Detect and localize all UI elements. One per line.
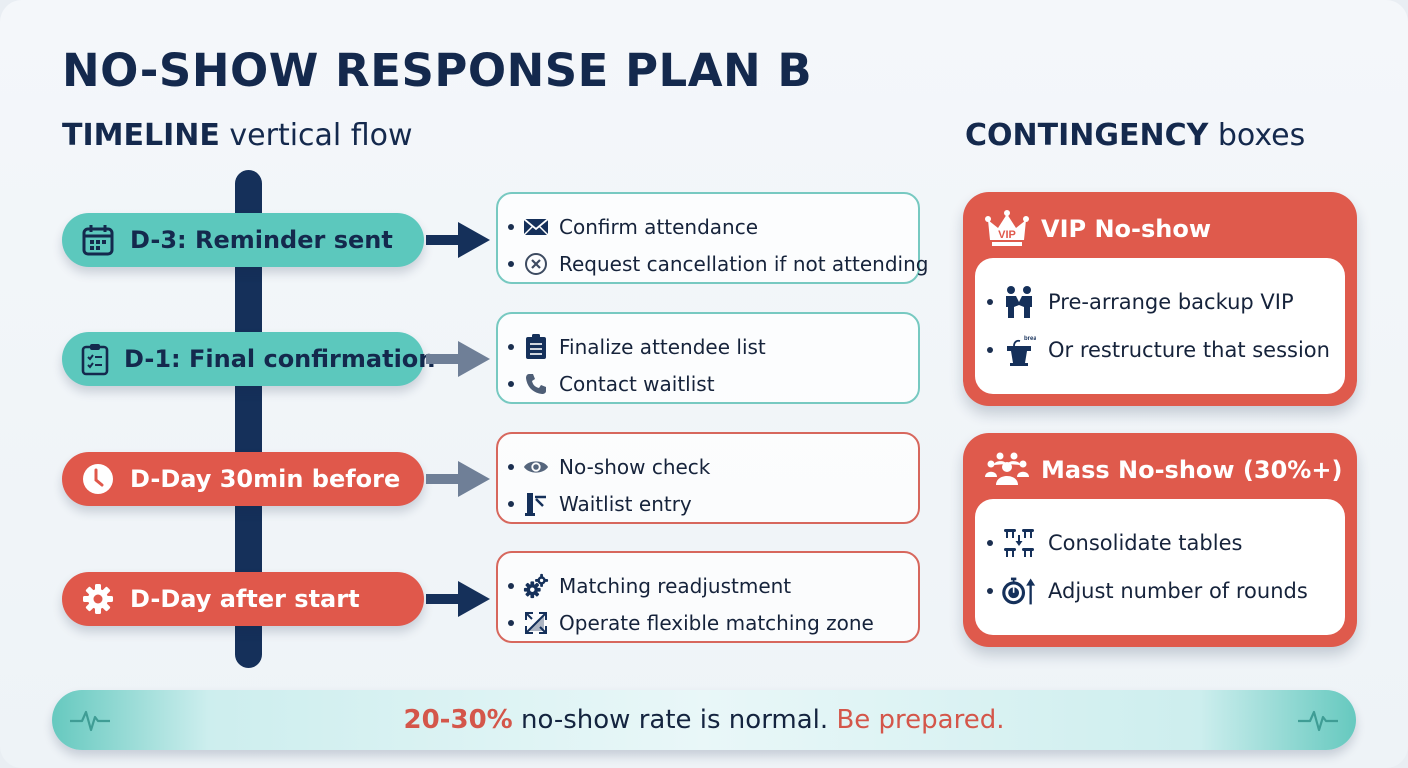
contingency-text: Consolidate tables xyxy=(1048,531,1243,555)
bullet xyxy=(987,299,993,305)
action-box-dday-before: No-show check Waitlist entry xyxy=(496,432,920,524)
timeline-step-label: D-Day 30min before xyxy=(130,465,401,493)
timeline-step-d3: D-3: Reminder sent xyxy=(62,213,424,267)
bullet xyxy=(987,347,993,353)
timeline-heading-bold: TIMELINE xyxy=(62,118,220,153)
action-box-d3: Confirm attendance Request cancellation … xyxy=(496,192,928,284)
gate-entry-icon xyxy=(523,491,549,517)
vip-text: VIP xyxy=(998,229,1016,241)
contingency-item: break Or restructure that session xyxy=(987,326,1345,374)
contingency-heading-bold: CONTINGENCY xyxy=(965,118,1209,153)
action-text: Operate flexible matching zone xyxy=(559,610,874,635)
podium-icon: break xyxy=(1002,333,1036,367)
contingency-body: Pre-arrange backup VIP break Or restruct… xyxy=(975,258,1345,394)
contingency-box-vip: VIP VIP No-show Pre-arrange backup VIP b… xyxy=(963,192,1357,406)
bullet xyxy=(987,540,993,546)
bullet xyxy=(508,463,514,470)
cancel-circle-icon xyxy=(523,251,549,277)
flow-arrow xyxy=(426,461,490,497)
timeline-heading-light: vertical flow xyxy=(219,118,413,153)
timeline-step-d1: D-1: Final confirmation xyxy=(62,332,435,386)
action-item: Operate flexible matching zone xyxy=(508,604,918,641)
contingency-text: Or restructure that session xyxy=(1048,338,1330,362)
action-text: Confirm attendance xyxy=(559,214,759,239)
flow-arrow xyxy=(426,581,490,617)
timeline-heading: TIMELINE vertical flow xyxy=(62,118,413,153)
action-text: Matching readjustment xyxy=(559,573,792,598)
footer-middle: no-show rate is normal. xyxy=(512,705,837,735)
action-text: Finalize attendee list xyxy=(559,334,766,359)
action-text: No-show check xyxy=(559,454,711,479)
bullet xyxy=(987,588,993,594)
clipboard-check-icon xyxy=(80,341,110,377)
vip-crown-icon: VIP xyxy=(983,209,1031,249)
footer-highlight: 20-30% xyxy=(403,705,513,735)
consolidate-tables-icon xyxy=(1002,526,1036,560)
pulse-icon xyxy=(1298,710,1338,732)
contingency-heading: CONTINGENCY boxes xyxy=(965,118,1305,153)
action-text: Contact waitlist xyxy=(559,371,715,396)
flow-arrow xyxy=(426,222,490,258)
action-box-dday-after: Matching readjustment Operate flexible m… xyxy=(496,551,920,643)
contingency-heading-light: boxes xyxy=(1208,118,1306,153)
contingency-header: Mass No-show (30%+) xyxy=(983,447,1342,493)
action-item: Confirm attendance xyxy=(508,208,918,245)
clock-icon xyxy=(80,461,116,497)
bullet xyxy=(508,619,514,626)
action-text: Request cancellation if not attending xyxy=(559,251,929,276)
bullet xyxy=(508,260,514,267)
timeline-step-label: D-1: Final confirmation xyxy=(124,345,436,373)
action-item: No-show check xyxy=(508,448,918,485)
contingency-item: Adjust number of rounds xyxy=(987,567,1345,615)
contingency-title: Mass No-show (30%+) xyxy=(1041,456,1343,484)
group-icon xyxy=(983,450,1031,490)
timeline-step-label: D-Day after start xyxy=(130,585,360,613)
timeline-step-label: D-3: Reminder sent xyxy=(130,226,393,254)
contingency-body: Consolidate tables Adjust number of roun… xyxy=(975,499,1345,635)
flow-arrow xyxy=(426,341,490,377)
action-item: Request cancellation if not attending xyxy=(508,245,928,282)
gear-icon xyxy=(80,581,116,617)
handshake-icon xyxy=(1002,285,1036,319)
pulse-icon xyxy=(70,710,110,732)
eye-icon xyxy=(523,454,549,480)
gears-icon xyxy=(523,573,549,599)
bullet xyxy=(508,223,514,230)
contingency-header: VIP VIP No-show xyxy=(983,206,1211,252)
contingency-title: VIP No-show xyxy=(1041,215,1212,243)
timeline-step-dday-before: D-Day 30min before xyxy=(62,452,424,506)
contingency-box-mass: Mass No-show (30%+) Consolidate tables A… xyxy=(963,433,1357,647)
phone-icon xyxy=(523,371,549,397)
bullet xyxy=(508,500,514,507)
contingency-text: Pre-arrange backup VIP xyxy=(1048,290,1294,314)
action-text: Waitlist entry xyxy=(559,491,692,516)
page-title: NO-SHOW RESPONSE PLAN B xyxy=(62,44,813,97)
calendar-icon xyxy=(80,222,116,258)
contingency-item: Pre-arrange backup VIP xyxy=(987,278,1345,326)
action-item: Waitlist entry xyxy=(508,485,918,522)
bullet xyxy=(508,582,514,589)
bullet xyxy=(508,343,514,350)
footer-emphasis: Be prepared. xyxy=(836,705,1005,735)
expand-arrows-icon xyxy=(523,610,549,636)
action-item: Finalize attendee list xyxy=(508,328,918,365)
action-item: Matching readjustment xyxy=(508,567,918,604)
contingency-text: Adjust number of rounds xyxy=(1048,579,1308,603)
clipboard-list-icon xyxy=(523,333,549,360)
footer-message: 20-30% no-show rate is normal. Be prepar… xyxy=(404,705,1005,735)
break-text: break xyxy=(1024,336,1036,342)
timeline-step-dday-after: D-Day after start xyxy=(62,572,424,626)
stopwatch-up-icon xyxy=(1002,574,1036,608)
bullet xyxy=(508,380,514,387)
envelope-icon xyxy=(523,214,549,240)
action-box-d1: Finalize attendee list Contact waitlist xyxy=(496,312,920,404)
footer-banner: 20-30% no-show rate is normal. Be prepar… xyxy=(52,690,1356,750)
contingency-item: Consolidate tables xyxy=(987,519,1345,567)
action-item: Contact waitlist xyxy=(508,365,918,402)
